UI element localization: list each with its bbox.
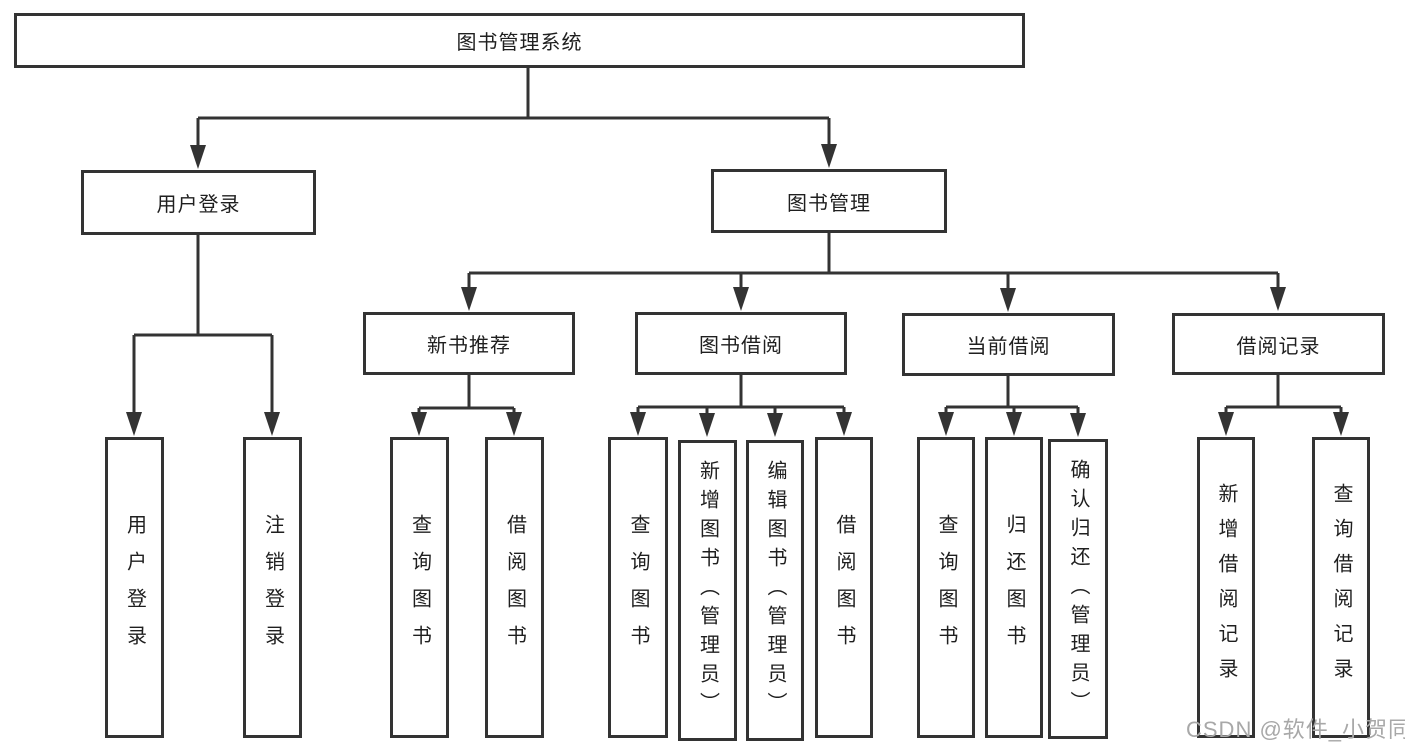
leaf-label: 查询图书 [935, 513, 957, 662]
leaf-label: 查询借阅记录 [1330, 482, 1352, 693]
connector-userlogin-to-leaves [132, 235, 274, 416]
node-leaf-borrow-book-2: 借阅图书 [815, 437, 873, 738]
node-book-management: 图书管理 [711, 169, 947, 233]
leaf-label: 归还图书 [1003, 513, 1025, 662]
leaf-label: 新增借阅记录 [1215, 482, 1237, 693]
node-leaf-return-book: 归还图书 [985, 437, 1043, 738]
leaf-label: 借阅图书 [833, 513, 855, 662]
connector-newbook-to-leaves [417, 375, 516, 416]
csdn-watermark: CSDN @软件_小贺同学 [1186, 717, 1405, 742]
node-leaf-logout: 注销登录 [243, 437, 302, 738]
node-current-borrow: 当前借阅 [902, 313, 1115, 376]
node-leaf-query-book-2: 查询图书 [608, 437, 668, 738]
leaf-label: 用户登录 [123, 513, 146, 662]
node-new-book-recommend: 新书推荐 [363, 312, 575, 375]
leaf-label: 编辑图书（管理员） [764, 460, 786, 721]
node-leaf-query-book-1: 查询图书 [390, 437, 449, 738]
node-leaf-query-borrow-record: 查询借阅记录 [1312, 437, 1370, 738]
node-leaf-add-book-admin: 新增图书（管理员） [678, 440, 737, 741]
connector-root-to-level2 [196, 68, 831, 146]
leaf-label: 新增图书（管理员） [696, 460, 719, 721]
connector-currentborrow-to-leaves [944, 376, 1080, 416]
node-borrow-records: 借阅记录 [1172, 313, 1385, 375]
node-leaf-user-login: 用户登录 [105, 437, 164, 738]
leaf-label: 查询图书 [408, 513, 431, 662]
connector-records-to-leaves [1224, 375, 1343, 416]
arrowheads [126, 144, 1349, 437]
node-leaf-edit-book-admin: 编辑图书（管理员） [746, 440, 804, 741]
connector-bookborrow-to-leaves [636, 375, 846, 416]
node-root-library-system: 图书管理系统 [14, 13, 1025, 68]
leaf-label: 确认归还（管理员） [1067, 458, 1089, 720]
node-leaf-confirm-return-admin: 确认归还（管理员） [1048, 439, 1108, 739]
node-leaf-borrow-book-1: 借阅图书 [485, 437, 544, 738]
node-leaf-query-book-3: 查询图书 [917, 437, 975, 738]
node-user-login: 用户登录 [81, 170, 316, 235]
node-book-borrow: 图书借阅 [635, 312, 847, 375]
leaf-label: 注销登录 [261, 513, 284, 662]
leaf-label: 借阅图书 [503, 513, 526, 662]
connector-bookmgmt-to-level3 [467, 233, 1280, 290]
leaf-label: 查询图书 [627, 513, 649, 662]
node-leaf-add-borrow-record: 新增借阅记录 [1197, 437, 1255, 738]
